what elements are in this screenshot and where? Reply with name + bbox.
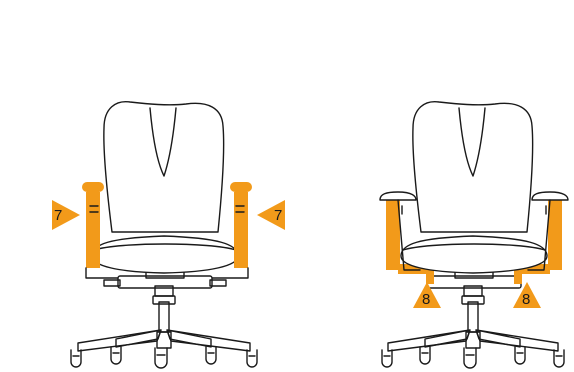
callout-label: 7 — [54, 207, 62, 224]
wheels — [381, 346, 565, 369]
armrest-right — [211, 182, 252, 279]
backrest — [412, 101, 534, 233]
star-base — [77, 329, 251, 352]
arrow-left-icon — [257, 200, 285, 230]
chair-left: 7 7 — [52, 101, 285, 369]
gas-lift — [152, 285, 176, 333]
arrow-right-icon — [52, 200, 80, 230]
seat — [400, 235, 548, 274]
chair-right: 8 8 — [379, 101, 569, 369]
callout-7-left: 7 — [52, 200, 80, 230]
arrow-up-icon — [413, 282, 441, 308]
wheels — [70, 346, 258, 369]
armrest-left — [82, 182, 119, 279]
armrest-width-bracket-left — [398, 264, 434, 284]
callout-label: 7 — [274, 207, 282, 224]
armrest-left — [379, 191, 421, 271]
callout-8-right: 8 — [513, 282, 541, 308]
seat — [91, 235, 239, 274]
callout-label: 8 — [522, 291, 530, 308]
backrest — [103, 101, 225, 233]
star-base — [387, 329, 559, 352]
callout-8-left: 8 — [413, 282, 441, 308]
gas-lift — [461, 285, 485, 333]
armrest-right — [527, 191, 569, 271]
callout-label: 8 — [422, 291, 430, 308]
arrow-up-icon — [513, 282, 541, 308]
callout-7-right: 7 — [257, 200, 285, 230]
armrest-width-bracket-right — [514, 264, 550, 284]
